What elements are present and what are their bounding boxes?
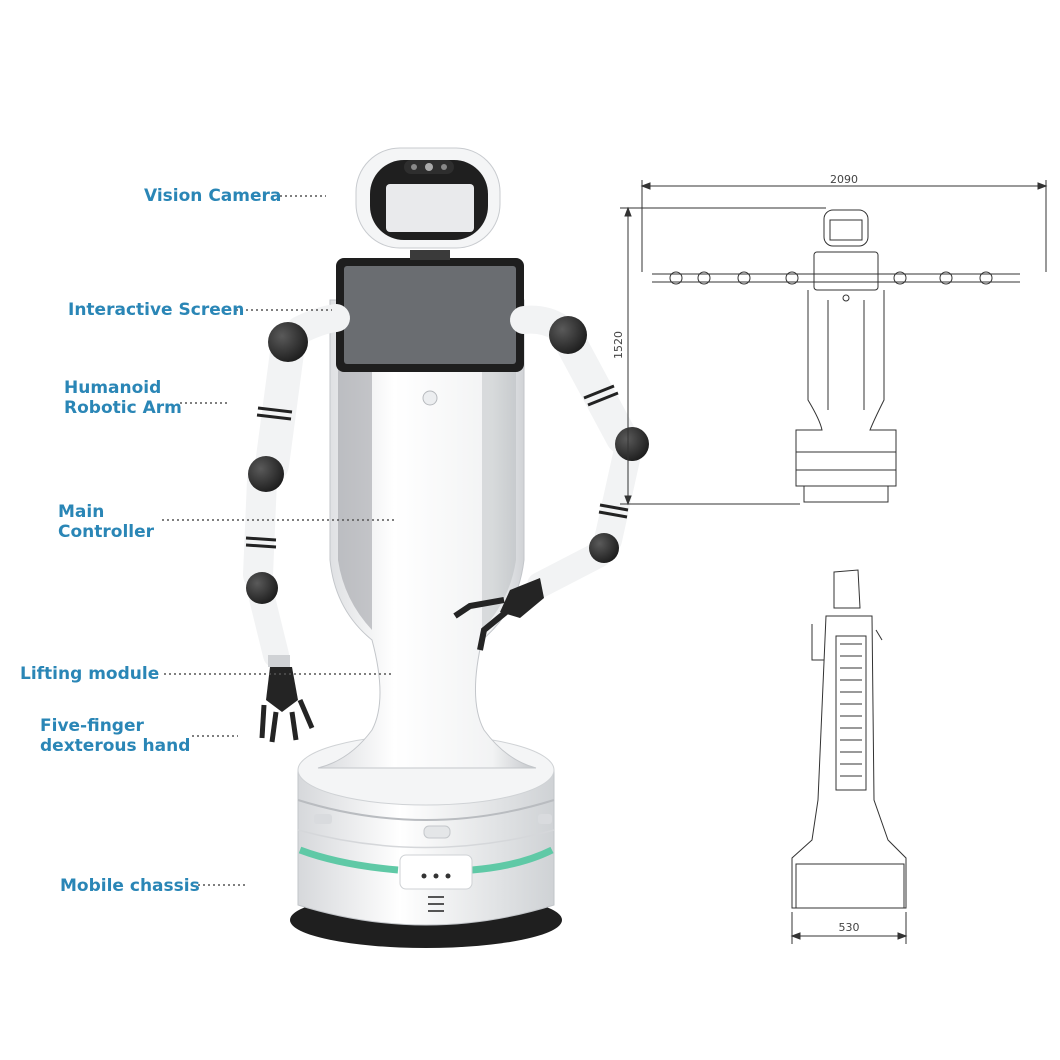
interactive-screen: [336, 250, 524, 372]
accent-stripe-right: [471, 846, 554, 874]
label-main-controller-1: Main: [58, 502, 105, 522]
label-interactive-screen: Interactive Screen: [68, 300, 245, 320]
label-humanoid-arm-2: Robotic Arm: [64, 398, 182, 418]
label-lifting-module: Lifting module: [20, 664, 160, 684]
label-mobile-chassis: Mobile chassis: [60, 876, 200, 896]
robot-head: [355, 147, 501, 249]
label-vision-camera: Vision Camera: [144, 186, 282, 206]
leader-lines: [162, 195, 394, 886]
five-finger-hand: [259, 655, 315, 743]
left-robotic-arm: [243, 304, 350, 743]
side-view-drawing: [790, 569, 908, 944]
right-robotic-arm: [453, 305, 649, 651]
front-view-drawing: [620, 180, 1048, 506]
label-hand-2: dexterous hand: [40, 736, 191, 756]
label-humanoid-arm-1: Humanoid: [64, 378, 162, 398]
dimension-base-text: 530: [839, 921, 860, 934]
dimension-height-text: 1520: [612, 331, 625, 359]
dimension-width-text: 2090: [830, 173, 858, 186]
label-hand-1: Five-finger: [40, 716, 144, 736]
torso: [317, 299, 537, 769]
right-gripper: [453, 578, 544, 651]
accent-stripe-left: [298, 846, 399, 874]
label-main-controller-2: Controller: [58, 522, 155, 542]
